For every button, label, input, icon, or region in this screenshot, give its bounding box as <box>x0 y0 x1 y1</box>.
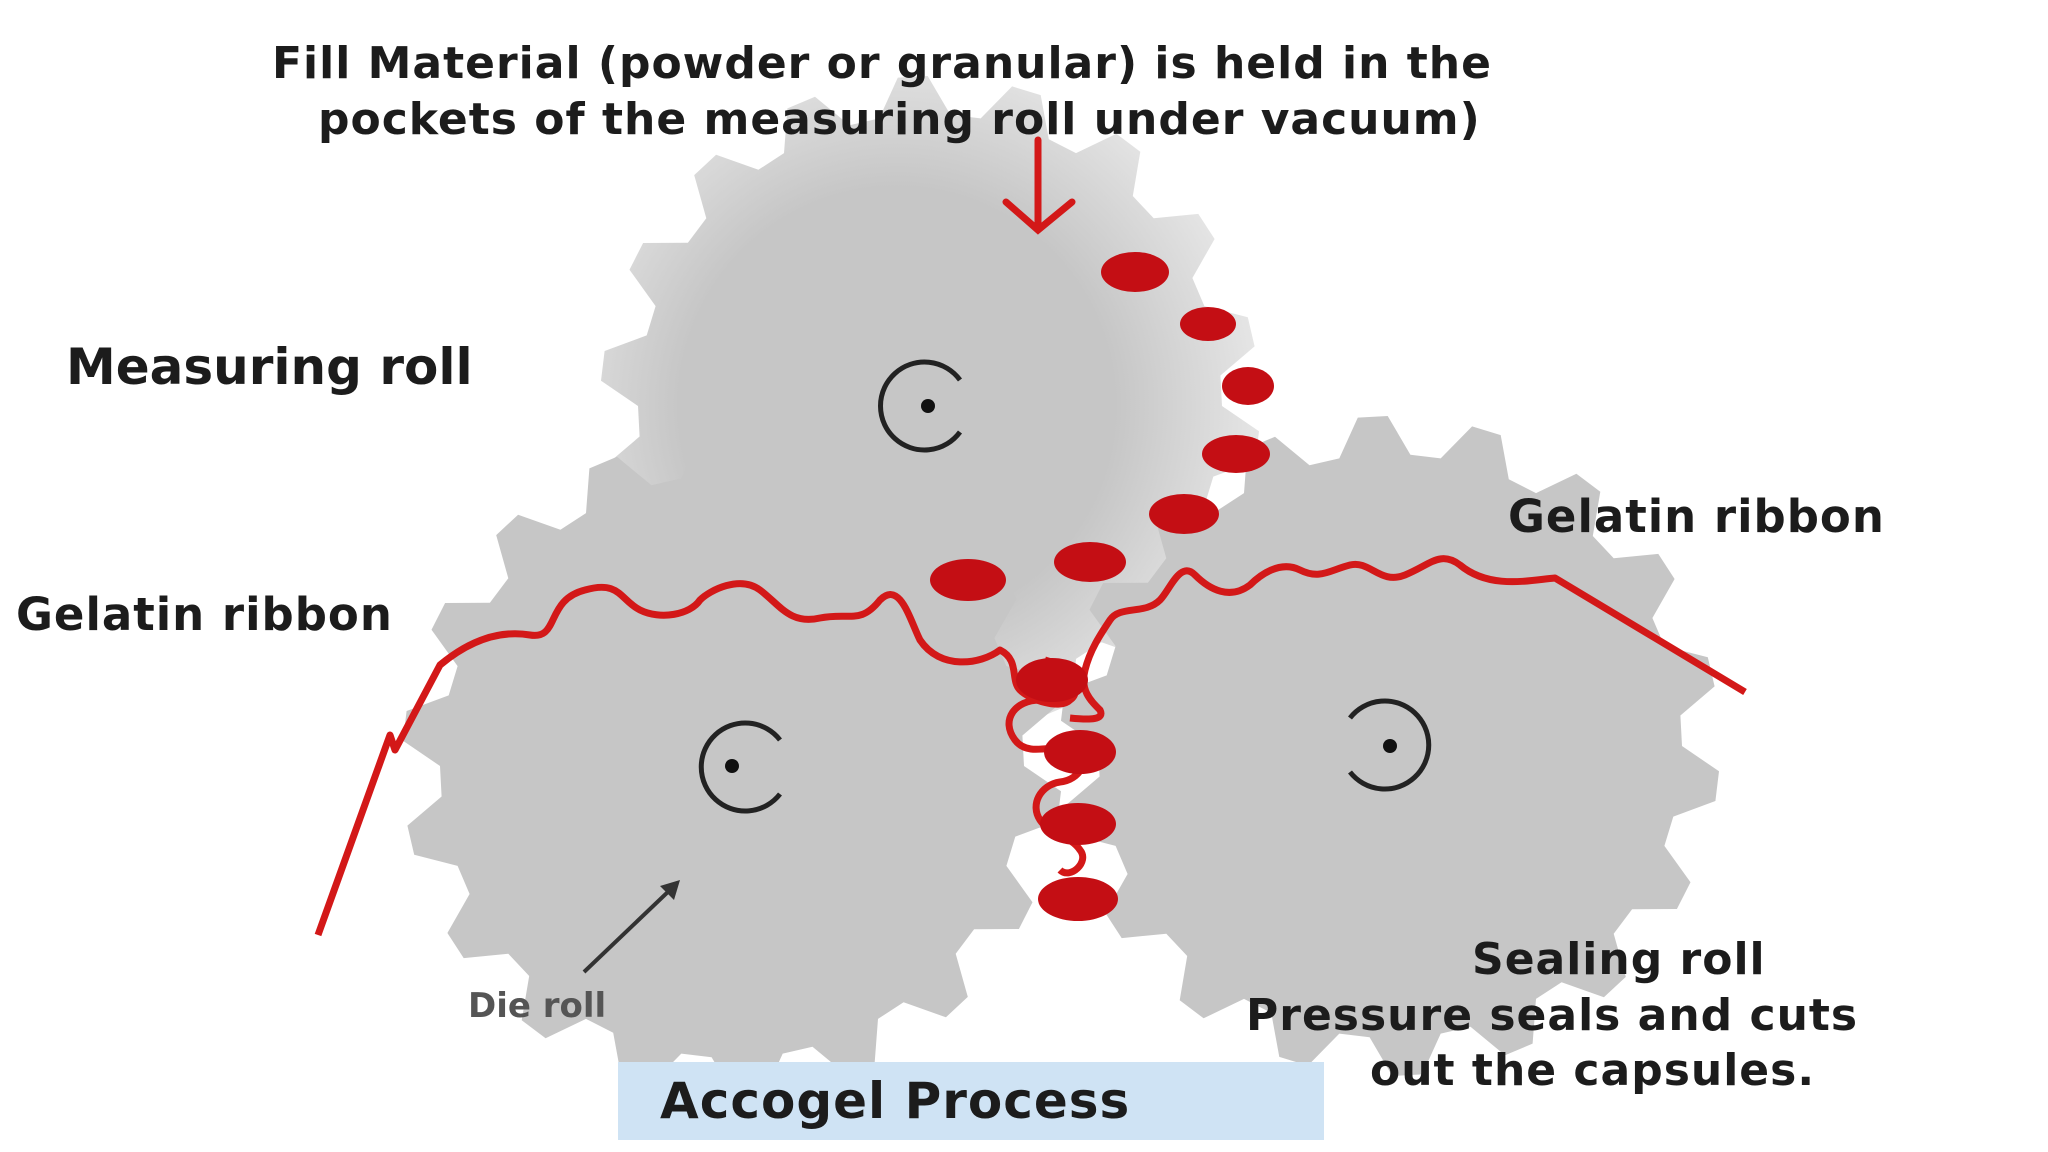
caption-title: Accogel Process <box>660 1072 1131 1130</box>
gelatin-ribbon-label-right: Gelatin ribbon <box>1508 490 1885 543</box>
gelatin-ribbon-left <box>314 580 1079 937</box>
title-line-2: pockets of the measuring roll under vacu… <box>318 94 1481 145</box>
sealing-roll-label: Sealing roll <box>1472 934 1766 985</box>
rotation-arrow-icon <box>1348 698 1432 792</box>
gelatin-ribbon-right <box>1069 555 1747 723</box>
rotation-arrow-icon <box>698 720 782 814</box>
sealing-description-line-2: out the capsules. <box>1370 1045 1816 1096</box>
down-arrow-icon <box>1002 136 1076 235</box>
pointer-arrow-icon <box>582 880 680 974</box>
sealing-description-line-1: Pressure seals and cuts <box>1246 990 1859 1041</box>
gelatin-ribbon-label-left: Gelatin ribbon <box>16 588 393 641</box>
die-roll-label: Die roll <box>468 986 607 1026</box>
fill-material-dots <box>930 252 1274 921</box>
caption-box <box>618 1062 1324 1140</box>
gelatin-ribbon-seal <box>1005 696 1088 877</box>
measuring-roll-label: Measuring roll <box>66 338 473 396</box>
rotation-arrow-icon <box>878 359 963 453</box>
title-line-1: Fill Material (powder or granular) is he… <box>272 38 1492 89</box>
